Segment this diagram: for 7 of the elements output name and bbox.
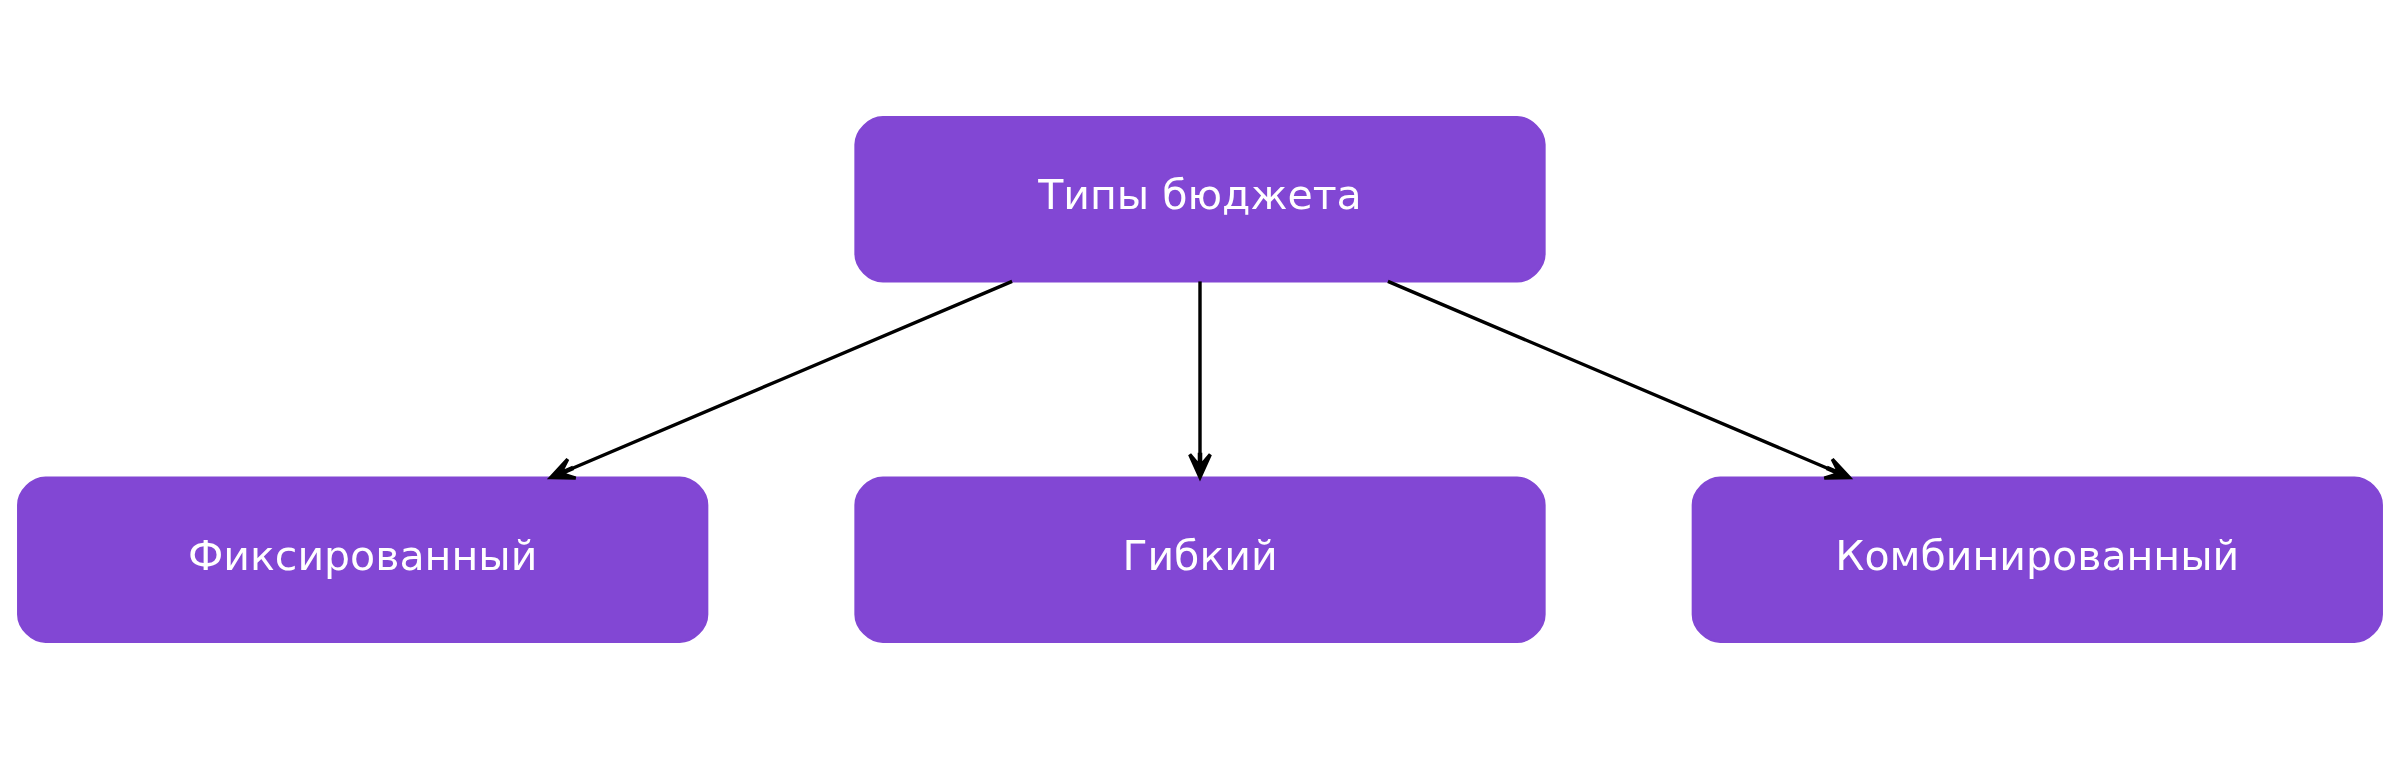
arrow — [1387, 279, 1852, 480]
arrow — [548, 279, 1013, 480]
node-box: Фиксированный — [17, 475, 709, 643]
node-box: Комбинированный — [1691, 475, 2383, 643]
node-box: Гибкий — [854, 475, 1546, 643]
node-box: Типы бюджета — [854, 115, 1546, 283]
arrow — [1188, 280, 1212, 479]
